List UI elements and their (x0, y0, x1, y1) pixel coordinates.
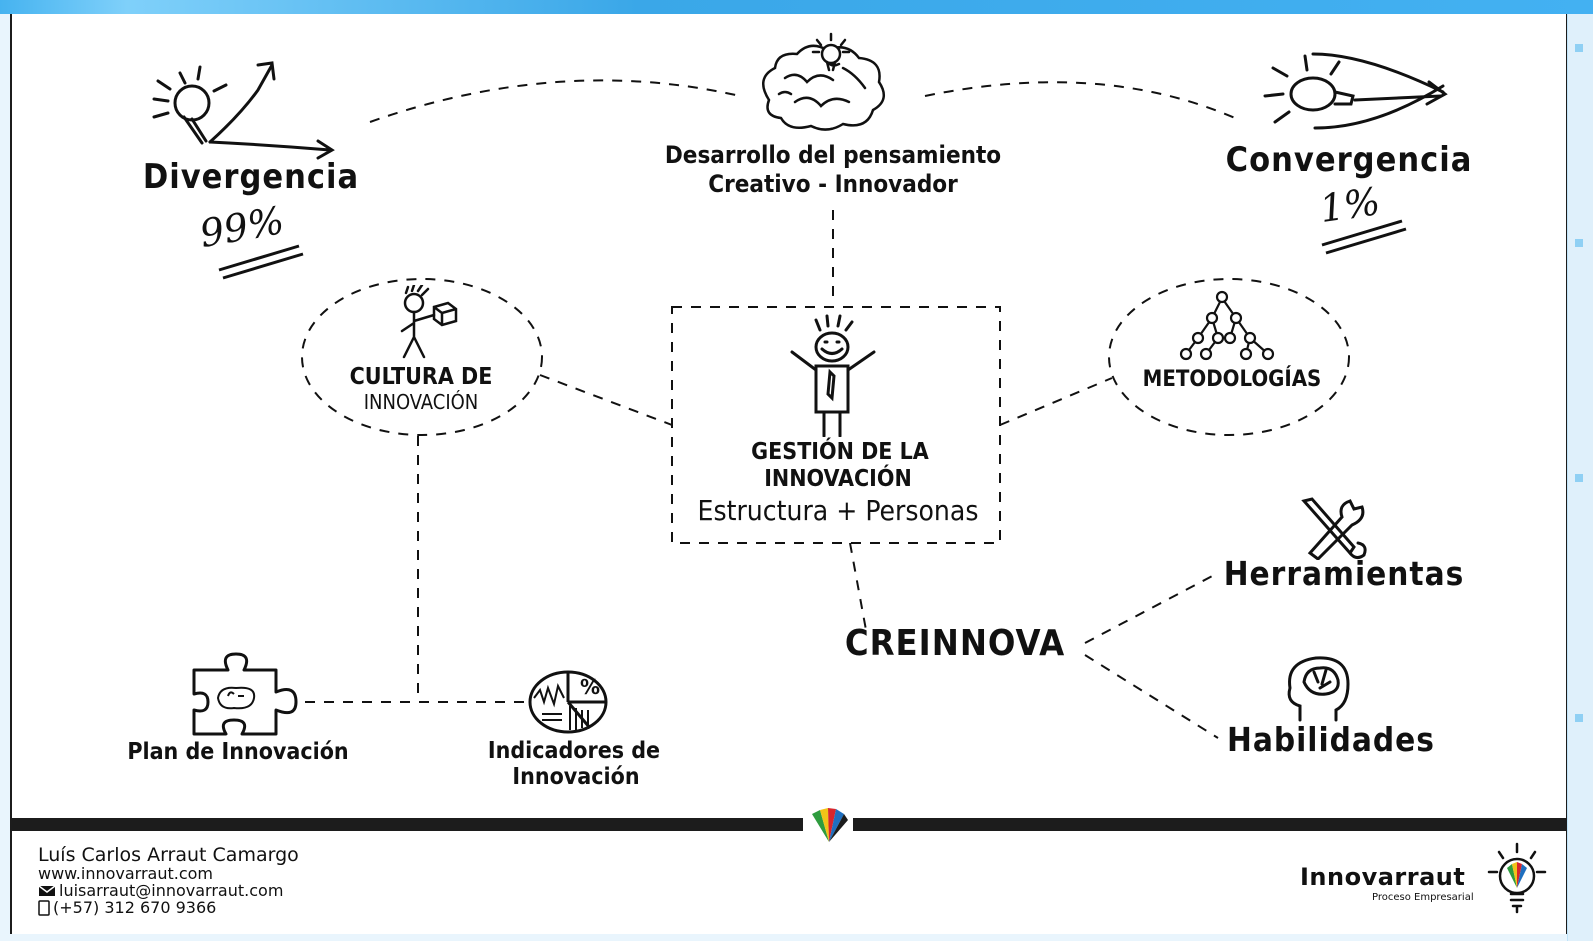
happy-person-icon (790, 314, 876, 437)
habilidades-label: Habilidades (1227, 720, 1435, 759)
convergencia-label: Convergencia (1225, 140, 1473, 180)
footer-bar-right (853, 818, 1566, 831)
stick-figure-box-icon (400, 285, 458, 359)
brand-name: Innovarraut (1300, 863, 1466, 891)
footer-contact: Luís Carlos Arraut Camargo www.innovarra… (38, 846, 299, 916)
footer-phone: (+57) 312 670 9366 (53, 898, 217, 917)
network-tree-icon (1179, 290, 1275, 361)
lightbulb-divergent-icon (152, 61, 335, 160)
connector-cultura-gestion (539, 374, 673, 426)
email-icon (38, 885, 56, 896)
svg-text:%: % (580, 675, 600, 699)
footer-phone-row: (+57) 312 670 9366 (38, 900, 299, 916)
center-title-line2: Creativo - Innovador (708, 170, 958, 198)
pie-chart-icon: % (528, 670, 608, 734)
fan-logo-icon (812, 808, 848, 842)
gestion-line1: GESTIÓN DE LA (751, 439, 929, 465)
cultura-line1: CULTURA DE (349, 364, 493, 390)
puzzle-piece-icon (192, 652, 298, 736)
gestion-line2: INNOVACIÓN (764, 466, 912, 492)
indicadores-line2: Innovación (512, 764, 640, 790)
indicadores-line1: Indicadores de (487, 738, 661, 764)
brand-logo: Innovarraut Proceso Empresarial (1300, 863, 1474, 903)
connector-gestion-metodologias (999, 377, 1113, 426)
connector-creinnova-habilidades (1084, 654, 1219, 739)
creinnova-label: CREINNOVA (844, 623, 1066, 664)
top-band (0, 0, 1593, 14)
cultura-line2: INNOVACIÓN (363, 390, 479, 414)
plan-label: Plan de Innovación (127, 739, 349, 765)
connector-gestion-creinnova (849, 542, 867, 631)
center-title-line1: Desarrollo del pensamiento (664, 141, 1002, 169)
herramientas-label: Herramientas (1223, 554, 1465, 593)
phone-icon (38, 900, 50, 916)
diagram-frame (10, 14, 1568, 934)
connector-divergencia-center (369, 79, 741, 123)
convergencia-underline (1321, 219, 1407, 255)
gestion-line3: Estructura + Personas (697, 494, 979, 527)
divergencia-underline (218, 244, 304, 280)
metodologias-label: METODOLOGÍAS (1142, 367, 1322, 392)
lightbulb-logo-icon (1487, 842, 1547, 914)
footer-website[interactable]: www.innovarraut.com (38, 864, 214, 883)
lightbulb-convergent-icon (1263, 52, 1448, 130)
metodologias-ellipse (1108, 278, 1350, 436)
cultura-ellipse (301, 278, 543, 436)
connector-center-convergencia (924, 81, 1236, 119)
brand-tagline: Proceso Empresarial (1372, 892, 1474, 903)
side-strip (1567, 14, 1593, 941)
brain-lightbulb-icon (762, 32, 886, 131)
divergencia-label: Divergencia (142, 157, 360, 197)
head-brain-icon (1287, 656, 1350, 722)
connector-creinnova-herramientas (1084, 572, 1219, 644)
footer-name: Luís Carlos Arraut Camargo (38, 844, 299, 866)
footer-bar-left (12, 818, 803, 831)
tools-icon (1301, 497, 1367, 560)
footer-email-row: luisarraut@innovarraut.com (38, 883, 299, 899)
footer-email[interactable]: luisarraut@innovarraut.com (59, 881, 284, 900)
